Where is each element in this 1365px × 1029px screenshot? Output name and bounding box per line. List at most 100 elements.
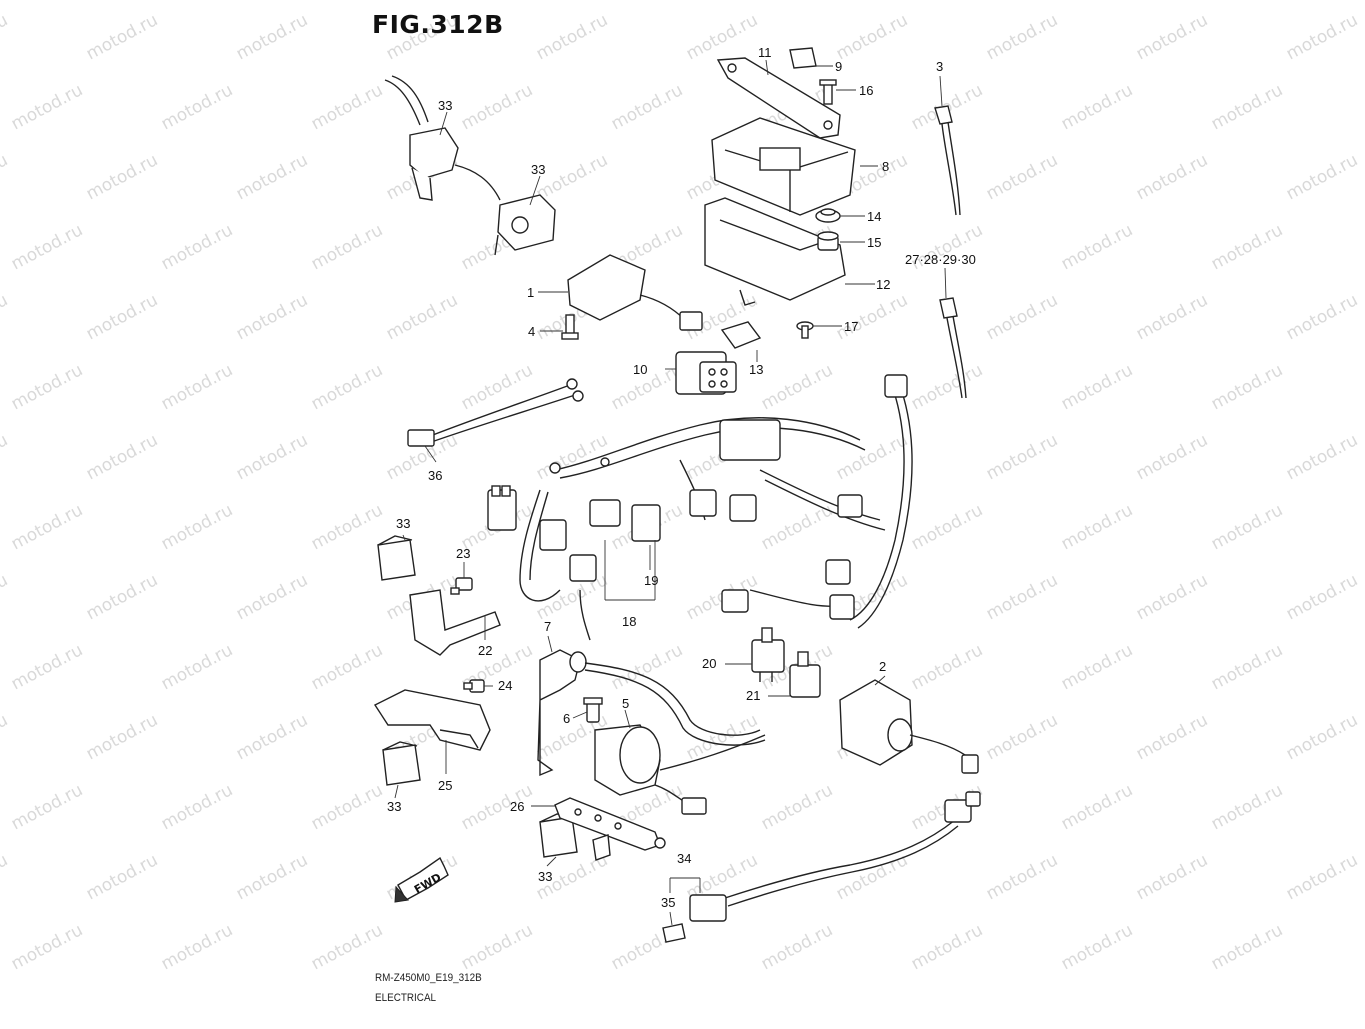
part-22-bracket — [409, 589, 501, 656]
watermark-text: motod.ru — [308, 640, 386, 694]
part-33-cushion-b — [382, 741, 421, 786]
callout-2[interactable]: 2 — [879, 659, 886, 674]
callout-27-30[interactable]: 27·28·29·30 — [905, 252, 976, 267]
watermark-text: motod.ru — [1058, 220, 1136, 274]
part-10-connector — [675, 351, 737, 395]
callout-19[interactable]: 19 — [644, 573, 658, 588]
part-27-30-cable-tie — [939, 297, 967, 399]
watermark-text: motod.ru — [0, 710, 11, 764]
callout-10[interactable]: 10 — [633, 362, 647, 377]
watermark-text: motod.ru — [8, 220, 86, 274]
part-6-bolt — [583, 697, 603, 723]
callout-31[interactable]: 33 — [531, 162, 545, 177]
watermark-text: motod.ru — [1058, 640, 1136, 694]
watermark-text: motod.ru — [233, 290, 311, 344]
watermark-text: motod.ru — [1133, 430, 1211, 484]
watermark-text: motod.ru — [233, 850, 311, 904]
watermark-text: motod.ru — [1058, 780, 1136, 834]
watermark-text: motod.ru — [758, 360, 836, 414]
watermark-text: motod.ru — [1208, 500, 1286, 554]
watermark-text: motod.ru — [983, 570, 1061, 624]
watermark-text: motod.ru — [833, 10, 911, 64]
callout-20[interactable]: 20 — [702, 656, 716, 671]
figure-section-name: ELECTRICAL — [375, 992, 437, 1004]
watermark-text: motod.ru — [458, 920, 536, 974]
watermark-text: motod.ru — [8, 780, 86, 834]
watermark-text: motod.ru — [83, 150, 161, 204]
watermark-text: motod.ru — [983, 430, 1061, 484]
watermark-text: motod.ru — [458, 780, 536, 834]
watermark-text: motod.ru — [0, 570, 11, 624]
callout-35[interactable]: 35 — [661, 895, 675, 910]
part-11-strap — [716, 57, 841, 139]
callout-26[interactable]: 26 — [510, 799, 524, 814]
watermark-text: motod.ru — [983, 290, 1061, 344]
part-16-bolt — [819, 79, 837, 105]
callout-23[interactable]: 23 — [456, 546, 470, 561]
watermark-text: motod.ru — [1133, 150, 1211, 204]
callout-7[interactable]: 7 — [544, 619, 551, 634]
callout-14[interactable]: 14 — [867, 209, 881, 224]
callout-3[interactable]: 3 — [936, 59, 943, 74]
callout-4[interactable]: 4 — [528, 324, 535, 339]
callout-25[interactable]: 25 — [438, 778, 452, 793]
watermark-text: motod.ru — [1133, 10, 1211, 64]
callout-33-b[interactable]: 33 — [387, 799, 401, 814]
callout-21[interactable]: 21 — [746, 688, 760, 703]
watermark-text: motod.ru — [0, 150, 11, 204]
watermark-text: motod.ru — [158, 500, 236, 554]
callout-1[interactable]: 1 — [527, 285, 534, 300]
part-32-kill-switch — [384, 75, 501, 201]
watermark-text: motod.ru — [908, 640, 986, 694]
watermark-text: motod.ru — [83, 10, 161, 64]
watermark-text: motod.ru — [983, 10, 1061, 64]
callout-15[interactable]: 15 — [867, 235, 881, 250]
watermark-text: motod.ru — [233, 430, 311, 484]
watermark-text: motod.ru — [1283, 430, 1361, 484]
part-31-switch — [494, 194, 556, 256]
watermark-text: motod.ru — [833, 430, 911, 484]
watermark-text: motod.ru — [158, 80, 236, 134]
watermark-text: motod.ru — [1058, 920, 1136, 974]
callout-6[interactable]: 6 — [563, 711, 570, 726]
callout-18[interactable]: 18 — [622, 614, 636, 629]
callout-12[interactable]: 12 — [876, 277, 890, 292]
callout-24[interactable]: 24 — [498, 678, 512, 693]
watermark-text: motod.ru — [608, 640, 686, 694]
watermark-text: motod.ru — [308, 360, 386, 414]
callout-33-c[interactable]: 33 — [538, 869, 552, 884]
watermark-text: motod.ru — [758, 780, 836, 834]
part-21-relay — [789, 651, 821, 698]
callout-9[interactable]: 9 — [835, 59, 842, 74]
watermark-text: motod.ru — [308, 220, 386, 274]
callout-33-a[interactable]: 33 — [396, 516, 410, 531]
watermark-text: motod.ru — [608, 80, 686, 134]
watermark-text: motod.ru — [1283, 290, 1361, 344]
watermark-text: motod.ru — [908, 920, 986, 974]
callout-13[interactable]: 13 — [749, 362, 763, 377]
callout-17[interactable]: 17 — [844, 319, 858, 334]
callout-22[interactable]: 22 — [478, 643, 492, 658]
part-13-plate — [720, 321, 762, 349]
callout-5[interactable]: 5 — [622, 696, 629, 711]
watermark-text: motod.ru — [8, 360, 86, 414]
callout-8[interactable]: 8 — [882, 159, 889, 174]
watermark-text: motod.ru — [1133, 570, 1211, 624]
callout-34[interactable]: 34 — [677, 851, 691, 866]
watermark-text: motod.ru — [1283, 150, 1361, 204]
watermark-text: motod.ru — [833, 290, 911, 344]
part-25-bracket — [373, 689, 491, 751]
callout-36[interactable]: 36 — [428, 468, 442, 483]
watermark-text: motod.ru — [8, 640, 86, 694]
watermark-text: motod.ru — [83, 290, 161, 344]
watermark-text: motod.ru — [1058, 500, 1136, 554]
callout-11[interactable]: 11 — [758, 45, 772, 60]
watermark-text: motod.ru — [158, 360, 236, 414]
callout-32[interactable]: 33 — [438, 98, 452, 113]
watermark-text: motod.ru — [983, 710, 1061, 764]
callout-16[interactable]: 16 — [859, 83, 873, 98]
watermark-text: motod.ru — [458, 360, 536, 414]
watermark-text: motod.ru — [8, 80, 86, 134]
watermark-text: motod.ru — [8, 500, 86, 554]
